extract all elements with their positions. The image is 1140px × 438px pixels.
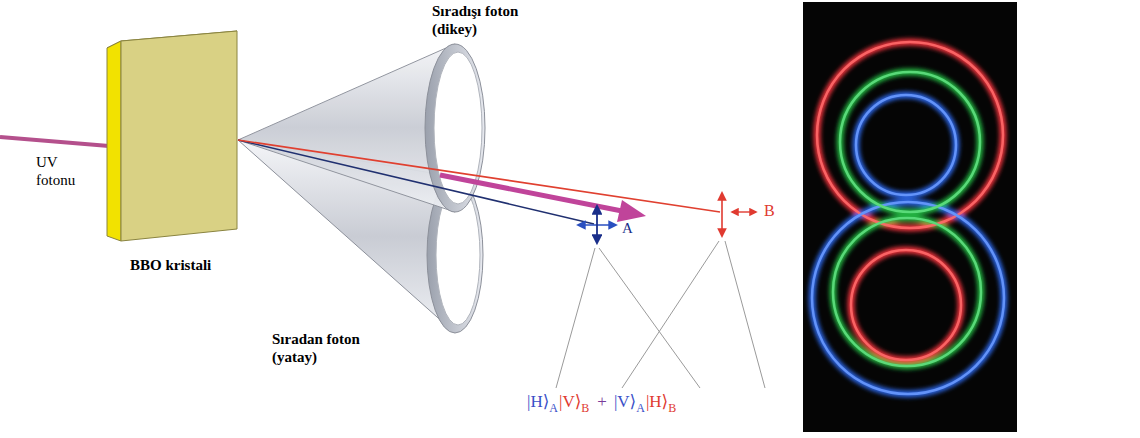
uv-beam [0, 137, 109, 146]
state-ket: |H⟩ [527, 392, 549, 412]
state-ket: |H⟩ [646, 392, 668, 412]
point-label: B [764, 201, 775, 220]
photon-label: UV fotonu [36, 153, 98, 189]
state-subscript: A [636, 401, 645, 415]
polarization-arrow [732, 211, 756, 212]
polarization-arrow [721, 193, 723, 236]
point-label: A [622, 219, 633, 237]
photon-label: Sıradan foton (yatay) [272, 330, 407, 366]
photon-path-a [238, 140, 594, 224]
crystal [107, 31, 237, 241]
leader-lines [556, 241, 765, 388]
state-subscript: B [581, 401, 589, 415]
state-ket: |V⟩ [559, 392, 581, 412]
photon-label: Sıradışı foton (dikey) [432, 2, 562, 38]
crystal-label: BBO kristali [130, 256, 211, 274]
pump-arrow [440, 175, 646, 222]
extraordinary-cone [238, 44, 485, 212]
state-ket: |V⟩ [614, 392, 636, 412]
state-subscript: A [549, 401, 558, 415]
state-plus: + [597, 392, 607, 412]
polarization-arrow [596, 206, 598, 243]
ring-photo [803, 2, 1017, 432]
state-subscript: B [668, 401, 676, 415]
photon-path-b [238, 140, 720, 212]
